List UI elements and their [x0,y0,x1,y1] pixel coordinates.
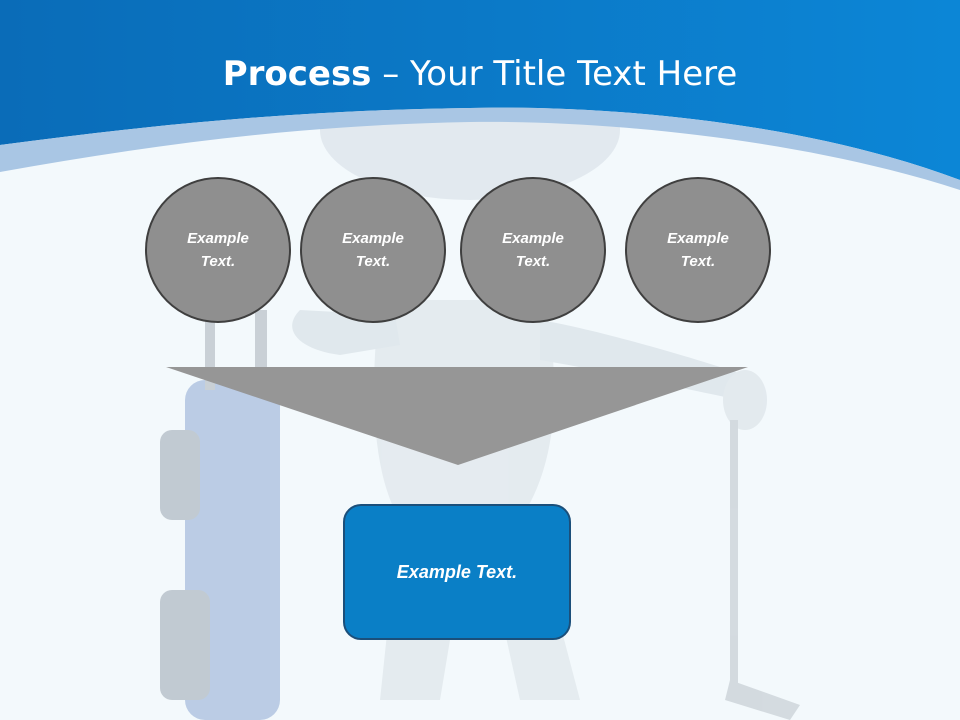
circle-label-3: Example Text. [502,230,564,270]
process-step-circle-3: Example Text. [460,177,606,323]
figure-illustration [160,60,800,720]
title-rest: – Your Title Text Here [371,54,738,94]
process-step-circle-1: Example Text. [145,177,291,323]
circle-label-4: Example Text. [667,230,729,270]
process-step-circle-2: Example Text. [300,177,446,323]
funnel-arrow-shape [166,367,748,465]
process-step-circle-4: Example Text. [625,177,771,323]
result-box: Example Text. [343,504,571,640]
circle-label-1: Example Text. [187,230,249,270]
circle-label-2: Example Text. [342,230,404,270]
title-bold: Process [222,54,372,94]
result-box-label: Example Text. [396,561,518,582]
slide-title: Process – Your Title Text Here [0,52,960,96]
